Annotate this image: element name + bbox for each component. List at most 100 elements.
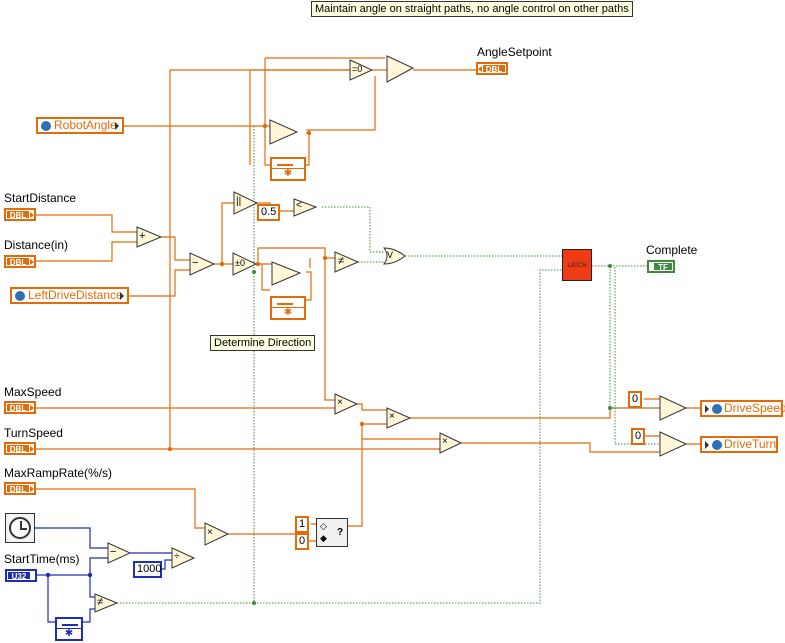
thousand-constant[interactable]: 1000 bbox=[133, 561, 162, 578]
bool-wires bbox=[117, 126, 660, 604]
wire-clock bbox=[35, 527, 108, 549]
wire-robot-angle bbox=[122, 69, 350, 165]
arrow-icon bbox=[115, 122, 119, 130]
right-arrow-icon bbox=[62, 624, 78, 626]
not-equal-time-symbol: ≠ bbox=[97, 596, 104, 608]
wire-distance bbox=[34, 241, 137, 262]
wire-left-drive-distance bbox=[127, 269, 190, 297]
divide-primitive bbox=[171, 547, 196, 569]
multiply-primitive-1 bbox=[334, 393, 359, 415]
zero-constant-turn[interactable]: 0 bbox=[631, 428, 645, 445]
not-equal-primitive bbox=[334, 251, 360, 273]
select-robot-angle-primitive bbox=[269, 119, 299, 145]
dbl-type: DBL bbox=[483, 65, 505, 74]
bool-junctions bbox=[252, 264, 612, 605]
start-distance-control[interactable]: DBL bbox=[4, 208, 36, 221]
max-ramp-rate-control[interactable]: DBL bbox=[4, 482, 36, 495]
select-true-constant[interactable]: 1 bbox=[295, 516, 309, 533]
select-angle-primitive bbox=[386, 55, 415, 83]
select-symbol: ? bbox=[337, 527, 344, 538]
arrow-icon bbox=[705, 405, 709, 413]
complete-label: Complete bbox=[646, 243, 698, 257]
select-speed-primitive bbox=[659, 395, 688, 421]
drive-turn-ref[interactable]: DriveTurn bbox=[700, 436, 778, 453]
diamond-filled-icon: ◆ bbox=[320, 533, 327, 543]
eq-zero-symbol: =0 bbox=[352, 64, 363, 74]
start-time-label: StartTime(ms) bbox=[4, 552, 80, 566]
not-equal-symbol: ≠ bbox=[338, 255, 345, 267]
wire-max-ramp bbox=[34, 488, 205, 529]
subtract-symbol: − bbox=[192, 257, 199, 269]
feedback-node-time[interactable]: ✱ bbox=[55, 617, 83, 641]
wire-start-distance bbox=[34, 214, 137, 233]
init-star-icon: ✱ bbox=[283, 168, 293, 179]
multiply-symbol-3: × bbox=[442, 436, 448, 447]
abs-primitive bbox=[233, 191, 259, 215]
robot-angle-ref[interactable]: RobotAngle bbox=[36, 117, 124, 134]
drive-speed-text: DriveSpeed bbox=[724, 401, 785, 415]
dbl-type: DBL bbox=[7, 258, 29, 267]
or-symbol: V bbox=[387, 250, 394, 260]
distance-label: Distance(in) bbox=[4, 238, 69, 252]
int-wires bbox=[35, 527, 172, 623]
arrow-icon bbox=[120, 292, 124, 300]
wire-latch-out bbox=[592, 265, 660, 445]
tick-count-clock-icon[interactable] bbox=[5, 513, 35, 543]
u32-type: U32 bbox=[8, 572, 30, 581]
complete-indicator[interactable]: TF bbox=[647, 260, 675, 273]
init-star-icon: ✱ bbox=[64, 628, 74, 639]
primitives bbox=[94, 55, 688, 613]
diamond-icon: ◇ bbox=[320, 521, 327, 531]
multiply-symbol-2: × bbox=[389, 411, 395, 422]
subtract-time-primitive bbox=[107, 542, 132, 564]
tf-type: TF bbox=[654, 263, 672, 272]
globe-icon bbox=[15, 291, 25, 301]
less-than-primitive bbox=[293, 198, 318, 217]
ramp-select-node[interactable]: ◇ ◆ ? bbox=[316, 518, 348, 547]
multiply-primitive-4 bbox=[204, 522, 230, 546]
wire-latch-reset bbox=[253, 126, 562, 604]
select-direction-primitive bbox=[271, 261, 302, 286]
dbl-type: DBL bbox=[7, 211, 29, 220]
numeric-wires bbox=[34, 57, 700, 542]
dbl-type: DBL bbox=[7, 404, 29, 413]
feedback-node-angle[interactable]: ✱ bbox=[270, 157, 306, 181]
dbl-type: DBL bbox=[7, 485, 29, 494]
subtract-time-symbol: − bbox=[110, 546, 117, 558]
arrow-icon bbox=[705, 441, 709, 449]
abs-symbol: || bbox=[236, 196, 242, 207]
sign-symbol: ±0 bbox=[235, 258, 245, 268]
multiply-symbol-1: × bbox=[337, 397, 343, 408]
left-drive-distance-ref[interactable]: LeftDriveDistance bbox=[10, 287, 129, 304]
not-equal-time-primitive bbox=[94, 593, 119, 613]
left-arrow-icon bbox=[277, 303, 293, 305]
multiply-primitive-2 bbox=[386, 407, 412, 429]
select-false-constant[interactable]: 0 bbox=[295, 533, 309, 550]
robot-angle-text: RobotAngle bbox=[54, 118, 117, 132]
angle-setpoint-label: AngleSetpoint bbox=[477, 45, 552, 59]
latch-block[interactable]: LATCH bbox=[562, 249, 592, 281]
multiply-symbol-4: × bbox=[207, 527, 213, 538]
globe-icon bbox=[712, 404, 722, 414]
max-speed-control[interactable]: DBL bbox=[4, 401, 36, 414]
angle-setpoint-indicator[interactable]: DBL bbox=[476, 62, 508, 75]
start-distance-label: StartDistance bbox=[4, 191, 77, 205]
wire-turn-speed bbox=[34, 69, 440, 450]
turn-speed-control[interactable]: DBL bbox=[4, 442, 36, 455]
distance-control[interactable]: DBL bbox=[4, 255, 36, 268]
multiply-primitive-3 bbox=[439, 432, 463, 454]
divide-symbol: ÷ bbox=[174, 551, 180, 562]
globe-icon bbox=[712, 440, 722, 450]
drive-turn-text: DriveTurn bbox=[724, 437, 777, 451]
max-ramp-rate-label: MaxRampRate(%/s) bbox=[4, 466, 113, 480]
left-drive-distance-text: LeftDriveDistance bbox=[28, 288, 123, 302]
add-primitive bbox=[136, 226, 163, 248]
comment-top: Maintain angle on straight paths, no ang… bbox=[311, 1, 633, 17]
less-than-symbol: < bbox=[296, 200, 302, 211]
half-constant[interactable]: 0.5 bbox=[257, 204, 280, 221]
zero-constant-speed[interactable]: 0 bbox=[628, 391, 642, 408]
feedback-node-direction[interactable]: ✱ bbox=[270, 296, 306, 320]
subtract-primitive bbox=[189, 252, 216, 276]
drive-speed-ref[interactable]: DriveSpeed bbox=[700, 400, 785, 417]
start-time-control[interactable]: U32 bbox=[5, 569, 37, 582]
